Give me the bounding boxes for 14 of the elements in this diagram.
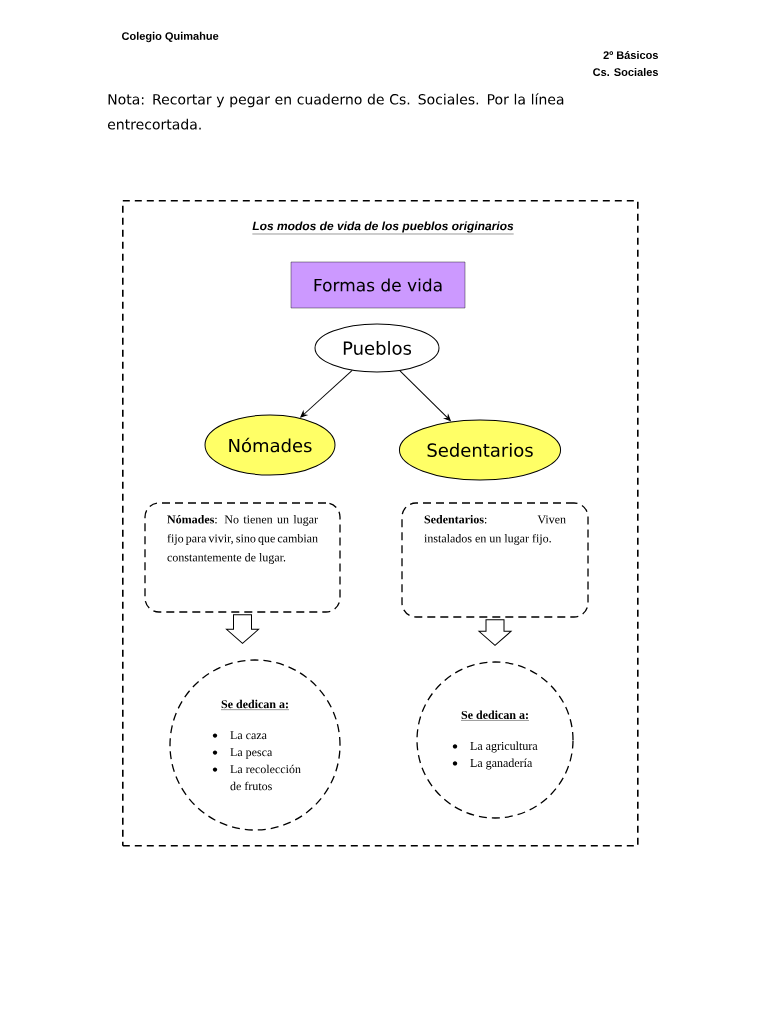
subject-text: Cs. Sociales	[593, 67, 658, 77]
ellipse-node: Pueblos	[314, 323, 440, 373]
grade-text: 2º Básicos	[603, 50, 658, 60]
block-arrow	[478, 619, 512, 646]
school-name: Colegio Quimahue	[122, 31, 219, 43]
ellipse-node: Nómades	[204, 414, 336, 476]
note-text: Nota: Recortar y pegar en cuaderno de Cs. Sociales. Por la línea entrecortada.	[107, 93, 564, 130]
definition-box: Nómades: No tienen un lugar fijo para vivir, sino que cambian constantemente de lugar.	[144, 502, 341, 613]
ellipse-node: Sedentarios	[398, 419, 562, 481]
title-box: Formas de vida	[290, 261, 466, 309]
arrow	[300, 370, 353, 418]
block-arrow	[226, 614, 259, 644]
arrow	[399, 370, 451, 422]
definition-box: Sedentarios: Viven instalados en un lugar fijo.	[401, 502, 589, 618]
